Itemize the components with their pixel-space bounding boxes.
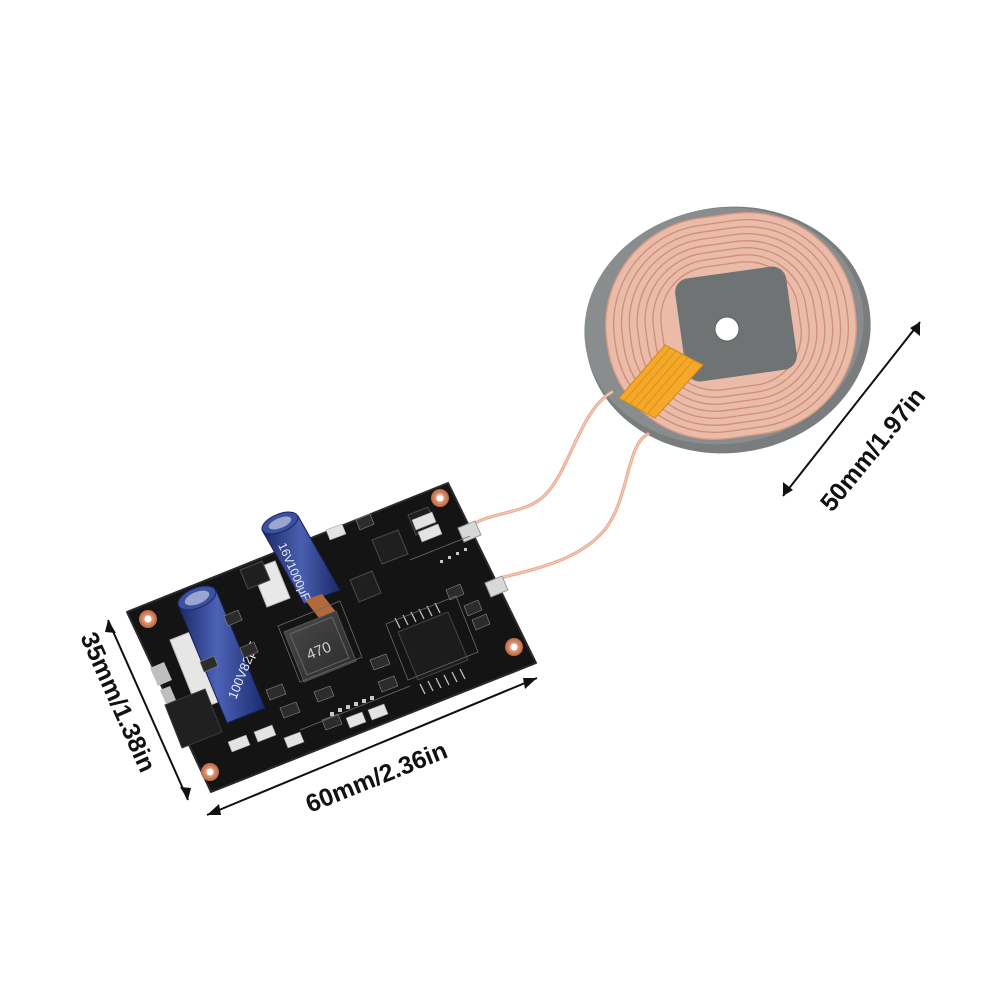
- dimension-line-coil: [782, 321, 921, 497]
- silkscreen-outlines: [277, 535, 479, 731]
- charging-coil: [584, 206, 871, 454]
- voltage-regulator: [150, 662, 223, 749]
- arrowhead-length-start: [207, 804, 221, 815]
- arrowhead-coil-end: [910, 322, 920, 336]
- dimension-line-length: [206, 677, 538, 816]
- dimension-label-board-length: 60mm/2.36in: [302, 736, 452, 818]
- arrowhead-length-end: [523, 678, 537, 689]
- coil-tape-lines: [623, 347, 695, 414]
- smd-components: [199, 511, 491, 753]
- arrowhead-width-start: [105, 620, 116, 633]
- coil-lead-wires: [468, 390, 650, 580]
- coil-terminals: [457, 520, 509, 598]
- coil-center-hole: [714, 316, 740, 342]
- power-inductor: 470: [283, 610, 357, 683]
- pcb-board: 100V82μF 16V1000μF 470: [126, 482, 537, 793]
- arrowhead-coil-start: [783, 482, 793, 496]
- capacitor-large: 100V82μF: [177, 585, 266, 724]
- pcb-mounting-holes: [139, 489, 523, 781]
- arrowhead-width-end: [180, 787, 191, 800]
- dimension-line-width: [107, 619, 189, 801]
- small-ics: [239, 506, 437, 603]
